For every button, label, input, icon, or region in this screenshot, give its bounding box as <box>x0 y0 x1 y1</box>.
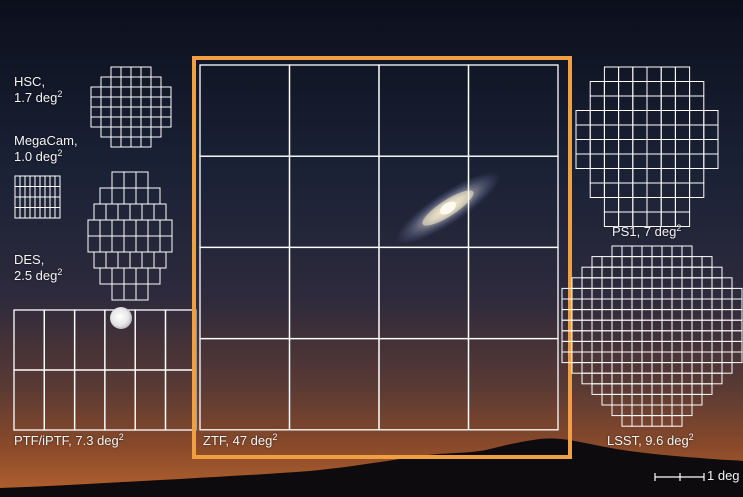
ccd-chip <box>701 383 713 395</box>
hsc-mosaic <box>90 66 172 148</box>
ccd-chip <box>689 182 705 198</box>
ztf-label: ZTF, 47 deg2 <box>203 433 277 449</box>
moon-icon <box>110 307 132 329</box>
lsst-area-exponent: 2 <box>688 432 694 442</box>
ztf-outline <box>192 56 572 459</box>
hsc-area: 1.7 deg <box>14 90 58 105</box>
ptf-label: PTF/iPTF, 7.3 deg2 <box>14 433 124 449</box>
ps1-area: PS1, 7 deg <box>612 224 677 239</box>
mountain-silhouette <box>0 438 743 497</box>
ccd-chip <box>671 415 683 427</box>
hsc-area-exponent: 2 <box>57 89 63 99</box>
ccd-chip <box>731 351 743 364</box>
des-mosaic <box>87 171 173 301</box>
ccd-chip <box>150 126 162 138</box>
ztf-area-exponent: 2 <box>272 432 278 442</box>
megacam-label: MegaCam, 1.0 deg2 <box>14 133 78 165</box>
lsst-mosaic <box>561 245 743 427</box>
scale-bar-label: 1 deg <box>707 468 740 483</box>
des-area: 2.5 deg <box>14 268 58 283</box>
ps1-area-exponent: 2 <box>676 223 682 233</box>
ccd-chip <box>691 393 703 406</box>
scale-bar <box>654 473 705 481</box>
megacam-grid <box>14 175 61 219</box>
ccd-chip <box>147 267 161 285</box>
ptf-area-exponent: 2 <box>118 432 124 442</box>
ccd-chip <box>681 404 693 417</box>
des-label: DES, 2.5 deg2 <box>14 252 62 284</box>
des-name: DES, <box>14 252 45 267</box>
ccd-chip <box>703 153 719 169</box>
ccd-chip <box>467 337 559 431</box>
hsc-name: HSC, <box>14 74 46 89</box>
des-area-exponent: 2 <box>57 267 63 277</box>
ccd-chip <box>140 136 152 148</box>
ps1-label: PS1, 7 deg2 <box>612 224 681 240</box>
hsc-label: HSC, 1.7 deg2 <box>14 74 62 106</box>
ccd-chip <box>711 372 723 385</box>
ccd-chip <box>721 362 733 374</box>
megacam-name: MegaCam, <box>14 133 78 148</box>
ztf-area: ZTF, 47 deg <box>203 433 273 448</box>
ccd-chip <box>135 283 149 301</box>
ps1-mosaic <box>575 66 719 227</box>
ccd-chip <box>160 116 172 128</box>
lsst-label: LSST, 9.6 deg2 <box>607 433 694 449</box>
ztf-mosaic <box>199 64 559 431</box>
megacam-area-exponent: 2 <box>57 148 63 158</box>
ccd-chip <box>674 211 691 227</box>
megacam-area: 1.0 deg <box>14 149 58 164</box>
ptf-area: PTF/iPTF, 7.3 deg <box>14 433 119 448</box>
lsst-area: LSST, 9.6 deg <box>607 433 689 448</box>
galaxy-icon <box>395 171 501 245</box>
ccd-chip <box>54 207 61 219</box>
